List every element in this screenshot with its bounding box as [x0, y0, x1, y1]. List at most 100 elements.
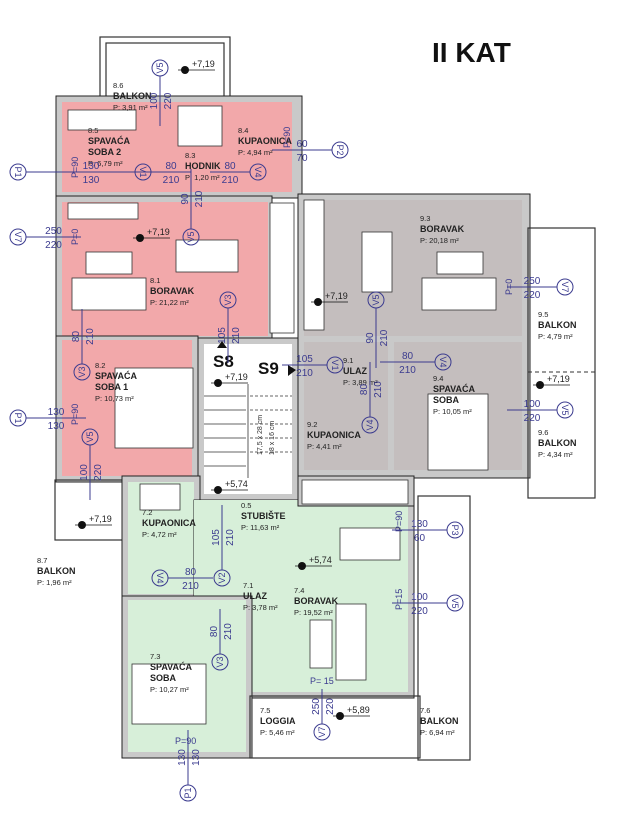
dimension-tag: P1: [13, 166, 23, 177]
dimension-width: 60: [296, 139, 308, 150]
unit-9: [297, 193, 596, 499]
dimension-width: 130: [48, 407, 65, 418]
room-name: HODNIK: [185, 161, 221, 171]
room-number: 7.3: [150, 652, 160, 661]
dimension-height: 210: [399, 365, 416, 376]
dimension-height: 210: [225, 529, 236, 546]
bed: [131, 663, 207, 725]
kitchen-counter: [269, 202, 295, 334]
room-number: 7.1: [243, 581, 253, 590]
elevation-value: +5,89: [347, 705, 370, 715]
room-number: 8.4: [238, 126, 248, 135]
dimension-tag: V7: [13, 231, 23, 242]
dimension-width: 250: [311, 698, 322, 715]
room-number: 7.2: [142, 508, 152, 517]
elevation-marker: +7,19: [178, 59, 215, 74]
dimension-tag: V3: [223, 294, 233, 305]
parapet-height: P=90: [175, 736, 196, 746]
dimension-tag: V7: [560, 281, 570, 292]
bathtub: [139, 483, 181, 511]
dimension-tag: P3: [450, 524, 460, 535]
parapet-height: P=0: [504, 279, 514, 295]
room-area: P: 6,94 m²: [420, 728, 455, 737]
dimension-height: 60: [414, 533, 426, 544]
room-number: 8.5: [88, 126, 98, 135]
room-area: P: 10,27 m²: [150, 685, 189, 694]
room-area: P: 4,79 m²: [538, 332, 573, 341]
room-number: 8.2: [95, 361, 105, 370]
room-name: KUPAONICA: [307, 430, 361, 440]
dimension-height: 210: [182, 581, 199, 592]
dimension-width: 250: [45, 226, 62, 237]
room-area: P: 1,96 m²: [37, 578, 72, 587]
elevation-value: +7,19: [192, 59, 215, 69]
parapet-height: P=90: [70, 157, 80, 178]
dimension-height: 210: [222, 175, 239, 186]
room-area: P: 4,72 m²: [142, 530, 177, 539]
dimension-width: 130: [177, 749, 188, 766]
room-number: 8.6: [113, 81, 123, 90]
room-area: P: 4,94 m²: [238, 148, 273, 157]
room-number: 7.6: [420, 706, 430, 715]
room-area: P: 10,05 m²: [433, 407, 472, 416]
arrow-up-icon: [217, 341, 227, 348]
coffee-table: [309, 619, 333, 669]
dimension-height: 220: [163, 92, 174, 109]
elevation-value: +7,19: [325, 291, 348, 301]
dimension-height: 220: [93, 464, 104, 481]
dimension-height: 210: [373, 381, 384, 398]
dimension-tag: V4: [253, 166, 263, 177]
parapet-height: P=0: [70, 229, 80, 245]
elevation-marker: +5,74: [295, 555, 332, 570]
dimension-width: 80: [359, 384, 370, 396]
dimension-tag: V7: [317, 726, 327, 737]
room-name: BALKON: [420, 716, 459, 726]
dimension-tag: V4: [365, 419, 375, 430]
room-number: 7.4: [294, 586, 304, 595]
parapet-height: P=90: [282, 127, 292, 148]
dimension-width: 80: [209, 626, 220, 638]
room-name: BALKON: [37, 566, 76, 576]
dimension-height: 220: [524, 413, 541, 424]
dimension-height: 210: [223, 623, 234, 640]
room-name: SPAVAĆA: [95, 370, 138, 381]
step-size-b: 18 x 16 cm: [269, 421, 276, 455]
elevation-marker: +7,19: [133, 227, 170, 242]
unit-8: [54, 36, 303, 541]
room-name: SOBA: [433, 395, 460, 405]
dimension-height: 130: [191, 749, 202, 766]
room-name: BORAVAK: [420, 224, 465, 234]
room-area: P: 11,63 m²: [241, 523, 280, 532]
dimension-height: 220: [325, 698, 336, 715]
dimension-height: 210: [163, 175, 180, 186]
dimension-tag: V1: [138, 166, 148, 177]
room-name: KUPAONICA: [142, 518, 196, 528]
room-name: BALKON: [538, 320, 577, 330]
room-name: BORAVAK: [294, 596, 339, 606]
shower: [177, 105, 223, 147]
staircase: S8 S9 S7 17,5 x 28 cm 18 x 16 cm: [197, 337, 299, 538]
